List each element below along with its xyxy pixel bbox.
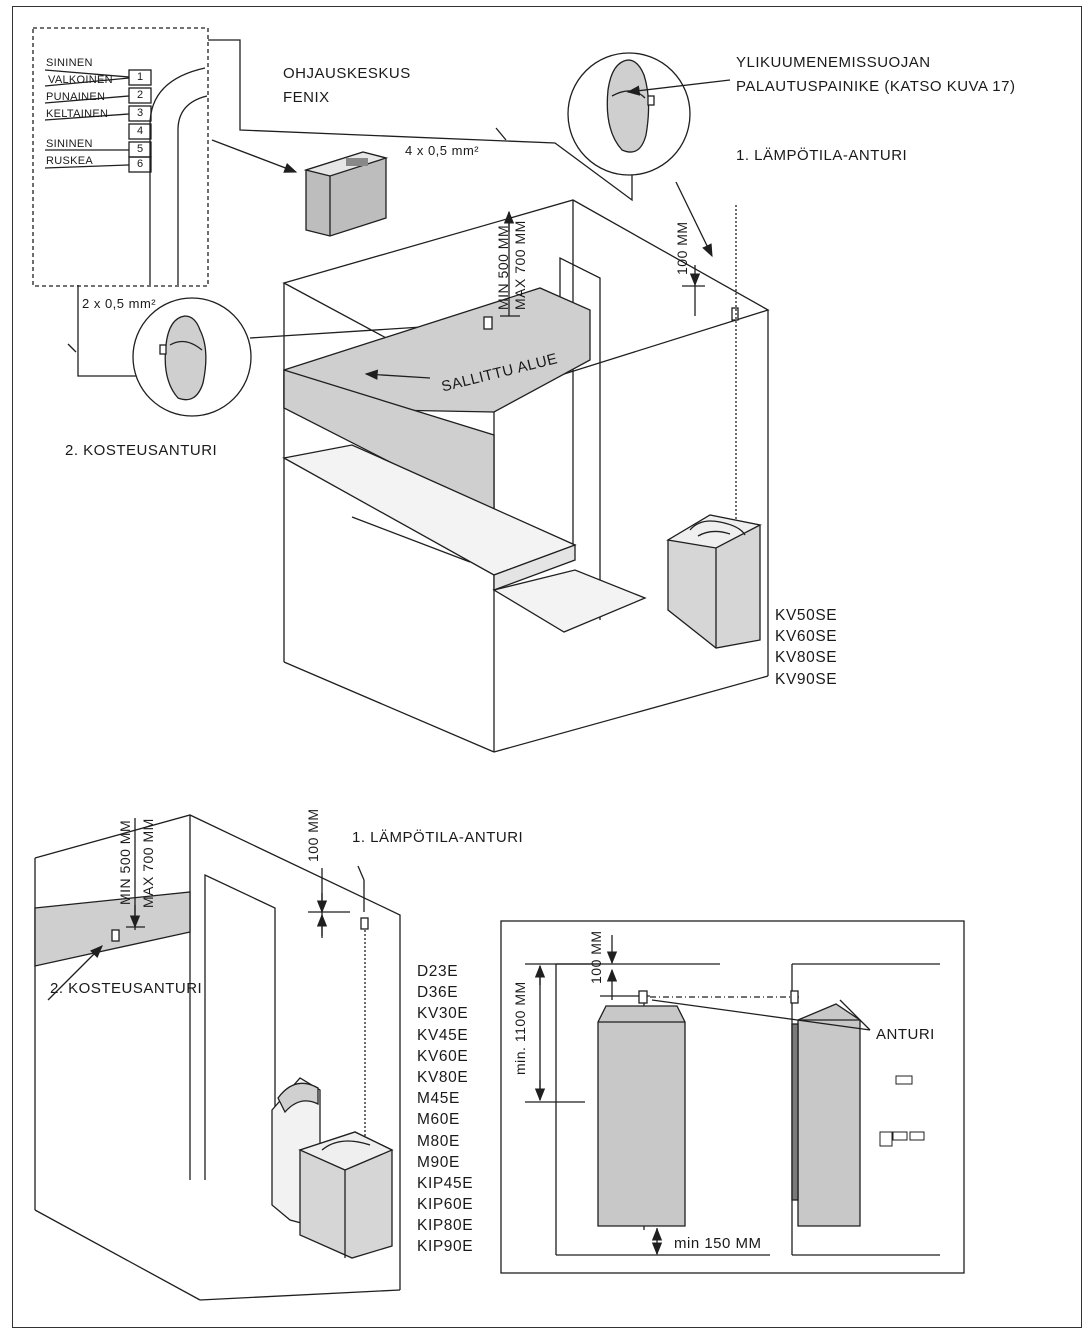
model-name: KV60E bbox=[417, 1047, 469, 1065]
model-name: KV45E bbox=[417, 1026, 469, 1044]
sauna-room-top bbox=[282, 199, 770, 753]
wire-label-6: RUSKEA bbox=[46, 155, 94, 167]
dist-100-label-inset: 100 MM bbox=[588, 930, 604, 984]
terminal-number: 2 bbox=[137, 89, 144, 101]
min-500-label-top: MIN 500 MM bbox=[495, 224, 511, 310]
heater-floor-bottom bbox=[298, 1131, 394, 1259]
terminal-number: 3 bbox=[137, 107, 144, 119]
model-name: KV50SE bbox=[775, 607, 838, 624]
control-unit bbox=[303, 151, 389, 237]
inset-right-room bbox=[651, 963, 940, 1256]
temp-sensor-label-top: 1. LÄMPÖTILA-ANTURI bbox=[736, 147, 908, 164]
max-700-label-bottom: MAX 700 MM bbox=[140, 818, 156, 908]
model-name: KIP45E bbox=[417, 1174, 474, 1192]
models-list-bottom: D23E D36E KV30E KV45E KV60E KV80E M45E M… bbox=[417, 961, 473, 1258]
min-150-label: min 150 MM bbox=[674, 1235, 762, 1252]
wire-label-1: SININEN bbox=[46, 57, 93, 69]
control-unit-label: OHJAUSKESKUS bbox=[283, 65, 411, 82]
model-name: KIP90E bbox=[417, 1238, 474, 1256]
model-name: M80E bbox=[417, 1132, 460, 1150]
model-name: KV30E bbox=[417, 1005, 469, 1023]
heater-kv-top bbox=[666, 514, 762, 649]
figure-frame bbox=[12, 6, 1082, 1328]
cable-spec-4: 4 x 0,5 mm² bbox=[405, 143, 480, 158]
dist-100-label-bottom: 100 MM bbox=[305, 808, 321, 862]
terminal-number: 1 bbox=[137, 71, 144, 83]
model-name: M45E bbox=[417, 1090, 460, 1108]
models-list-top: KV50SE KV60SE KV80SE KV90SE bbox=[775, 605, 837, 690]
temp-sensor-label-bottom: 1. LÄMPÖTILA-ANTURI bbox=[352, 829, 524, 846]
terminal-number: 4 bbox=[137, 125, 144, 137]
model-name: D36E bbox=[417, 984, 459, 1002]
terminal-number: 5 bbox=[137, 143, 144, 155]
model-name: M90E bbox=[417, 1153, 460, 1171]
wire-label-3: PUNAINEN bbox=[46, 91, 106, 103]
model-name: M60E bbox=[417, 1111, 460, 1129]
min-500-label-bottom: MIN 500 MM bbox=[117, 819, 133, 905]
reset-button-label-1: YLIKUUMENEMISSUOJAN bbox=[736, 54, 931, 71]
inset-left-room bbox=[525, 935, 800, 1256]
temp-sensor-shape bbox=[606, 59, 650, 153]
cable-spec-2: 2 x 0,5 mm² bbox=[82, 296, 157, 311]
humidity-sensor-label-top: 2. KOSTEUSANTURI bbox=[65, 442, 218, 459]
control-unit-model: FENIX bbox=[283, 89, 330, 106]
allowed-area-band-bottom bbox=[34, 891, 191, 967]
max-700-label-top: MAX 700 MM bbox=[512, 220, 528, 310]
model-name: KV90SE bbox=[775, 670, 838, 688]
model-name: KV60SE bbox=[775, 628, 838, 646]
model-name: D23E bbox=[417, 963, 459, 980]
wiring-box bbox=[32, 27, 209, 287]
sensor-label-inset: ANTURI bbox=[876, 1026, 935, 1043]
model-name: KIP60E bbox=[417, 1196, 474, 1214]
model-name: KV80SE bbox=[775, 649, 838, 667]
model-name: KV80E bbox=[417, 1068, 469, 1086]
wire-label-4: KELTAINEN bbox=[46, 108, 109, 120]
model-name: KIP80E bbox=[417, 1217, 474, 1235]
terminal-block bbox=[44, 69, 152, 173]
dist-100-label-top: 100 MM bbox=[674, 221, 690, 275]
reset-button-label-2: PALAUTUSPAINIKE (KATSO KUVA 17) bbox=[736, 78, 1016, 95]
sauna-room-bottom bbox=[34, 814, 401, 1301]
wire-label-5: SININEN bbox=[46, 138, 93, 150]
inset-frame bbox=[500, 920, 965, 1274]
inset-heater-side bbox=[797, 1003, 861, 1227]
min-1100-label: min. 1100 MM bbox=[512, 981, 528, 1075]
inset-heater-front bbox=[597, 1005, 686, 1227]
wire-label-2: VALKOINEN bbox=[48, 74, 113, 86]
terminal-number: 6 bbox=[137, 158, 144, 170]
humidity-sensor-label-bottom: 2. KOSTEUSANTURI bbox=[50, 980, 203, 997]
